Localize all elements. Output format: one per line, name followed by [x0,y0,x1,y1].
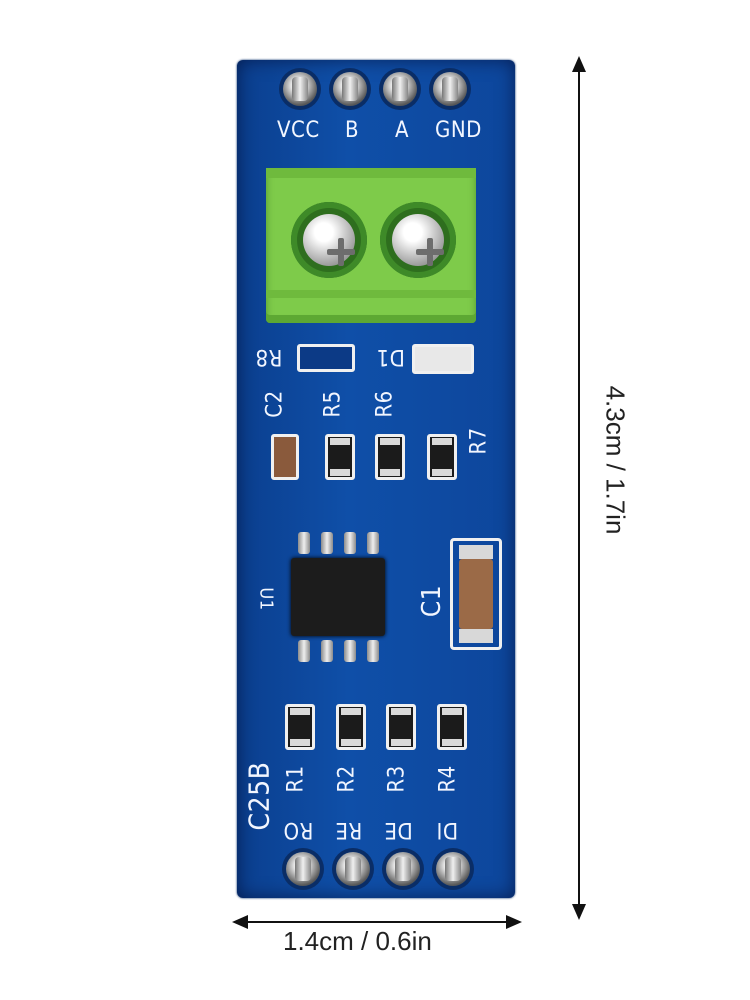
label-re: RE [335,817,363,842]
label-d1: D1 [376,344,405,369]
header-pin-di [436,852,470,886]
screw-terminal-block [266,168,476,323]
label-c1: C1 [417,584,448,618]
label-r7: R7 [466,427,492,455]
arrow-down-icon [572,904,586,920]
label-gnd: GND [435,118,482,143]
label-a: A [395,118,410,143]
label-r5: R5 [320,390,346,418]
header-pin-re [336,852,370,886]
screw-icon [291,202,367,278]
r7-resistor [427,434,457,480]
label-r1: R1 [283,765,309,793]
screw-icon [380,202,456,278]
width-dimension-label: 1.4cm / 0.6in [283,926,432,956]
r5-resistor [325,434,355,480]
header-pin-a [383,72,417,106]
arrow-right-icon [506,915,522,929]
r2-resistor [336,704,366,750]
label-vcc: VCC [277,118,320,143]
width-dimension-line [244,921,510,923]
header-pin-ro [286,852,320,886]
label-u1: U1 [255,587,277,611]
label-ro: RO [283,817,314,842]
header-pin-de [386,852,420,886]
label-de: DE [384,817,413,842]
height-dimension-label: 4.3cm / 1.7in [600,385,631,535]
r3-resistor [386,704,416,750]
board-code-label: C25B [242,761,276,831]
r8-pad [297,344,355,372]
label-c2: C2 [262,390,288,418]
label-r8: R8 [255,344,283,369]
r1-resistor [285,704,315,750]
height-dimension-line [578,68,580,908]
header-pin-gnd [433,72,467,106]
label-di: DI [436,817,459,842]
r4-resistor [437,704,467,750]
u1-transceiver-chip [291,558,385,636]
label-r2: R2 [334,765,360,793]
r6-resistor [375,434,405,480]
header-pin-vcc [283,72,317,106]
arrow-up-icon [572,56,586,72]
c1-capacitor [450,538,502,650]
header-pin-b [333,72,367,106]
d1-led [412,344,474,374]
c2-capacitor [271,434,299,480]
label-r6: R6 [372,390,398,418]
label-r4: R4 [435,765,461,793]
label-b: B [345,118,360,143]
arrow-left-icon [232,915,248,929]
label-r3: R3 [384,765,410,793]
